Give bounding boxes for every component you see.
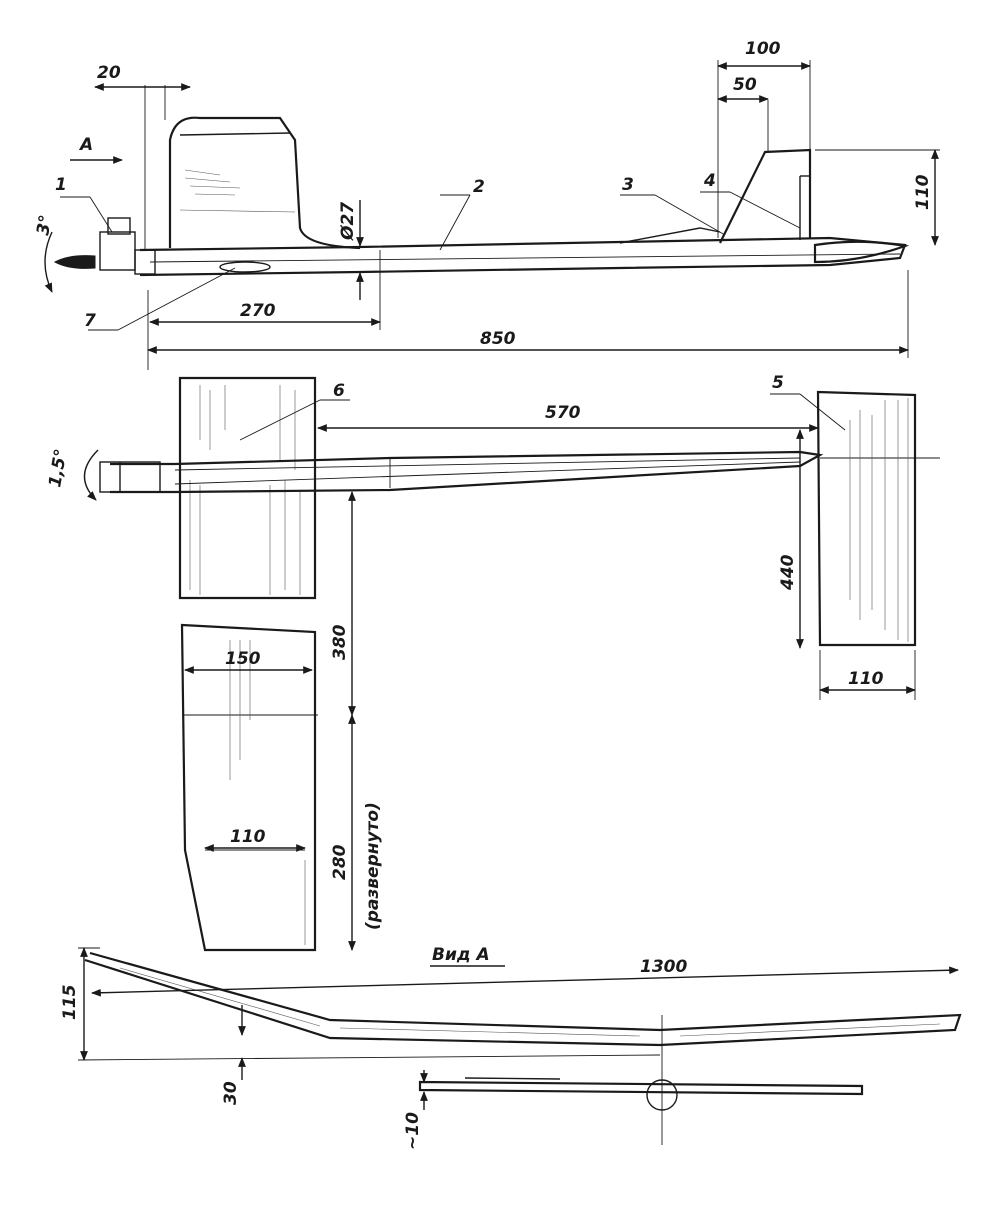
view-a-stabilizer — [418, 1080, 864, 1096]
part-5-label: 5 — [772, 373, 784, 393]
view-a-fuselage — [646, 1079, 678, 1111]
dim-570: 570 — [545, 403, 581, 423]
engine — [53, 217, 271, 275]
dim-280: 280 — [330, 844, 350, 880]
part-1-label: 1 — [55, 175, 67, 195]
wing-pylon — [168, 116, 361, 250]
dim-850: 850 — [480, 329, 516, 349]
dim-110-tip: 110 — [230, 827, 266, 847]
side-angle-label: 3° — [33, 213, 56, 237]
fuselage-boom — [139, 236, 907, 277]
dim-270: 270 — [240, 301, 276, 321]
dim-20: 20 — [97, 63, 121, 83]
tail-tip — [813, 240, 910, 264]
part-6-label: 6 — [333, 381, 345, 401]
view-a-title: Вид А — [432, 945, 490, 965]
dim-27: Ø27 — [338, 202, 358, 241]
dim-380: 380 — [330, 624, 350, 660]
side-view: 3° A 20 100 50 110 Ø27 270 850 — [33, 39, 940, 370]
dim-50: 50 — [733, 75, 757, 95]
stabilizer — [816, 390, 917, 647]
dim-10: ~10 — [403, 1112, 423, 1150]
dim-440: 440 — [778, 554, 798, 591]
view-a-wing — [84, 951, 962, 1047]
vertical-fin — [719, 148, 812, 244]
dim-30: 30 — [221, 1081, 241, 1105]
view-a: Вид А 1300 115 30 ~10 — [60, 945, 962, 1150]
part-7-label: 7 — [84, 311, 96, 331]
dim-110-fin: 110 — [913, 174, 933, 210]
view-arrow-label: A — [78, 135, 93, 155]
part-4-label: 4 — [703, 171, 716, 191]
unfolded-label: (развернуто) — [363, 802, 383, 930]
fuselage-top — [110, 450, 824, 494]
wing-outer-panel — [180, 623, 317, 952]
dim-100: 100 — [745, 39, 781, 59]
top-angle-label: 1,5° — [45, 447, 71, 489]
wing-center-panel — [178, 376, 317, 600]
dim-110-stab: 110 — [848, 669, 884, 689]
dim-150: 150 — [225, 649, 261, 669]
top-view: 1,5° 570 440 110 6 5 — [45, 373, 940, 952]
dim-115: 115 — [60, 985, 80, 1021]
dim-1300: 1300 — [640, 957, 687, 977]
part-2-label: 2 — [473, 177, 485, 197]
part-3-label: 3 — [622, 175, 634, 195]
